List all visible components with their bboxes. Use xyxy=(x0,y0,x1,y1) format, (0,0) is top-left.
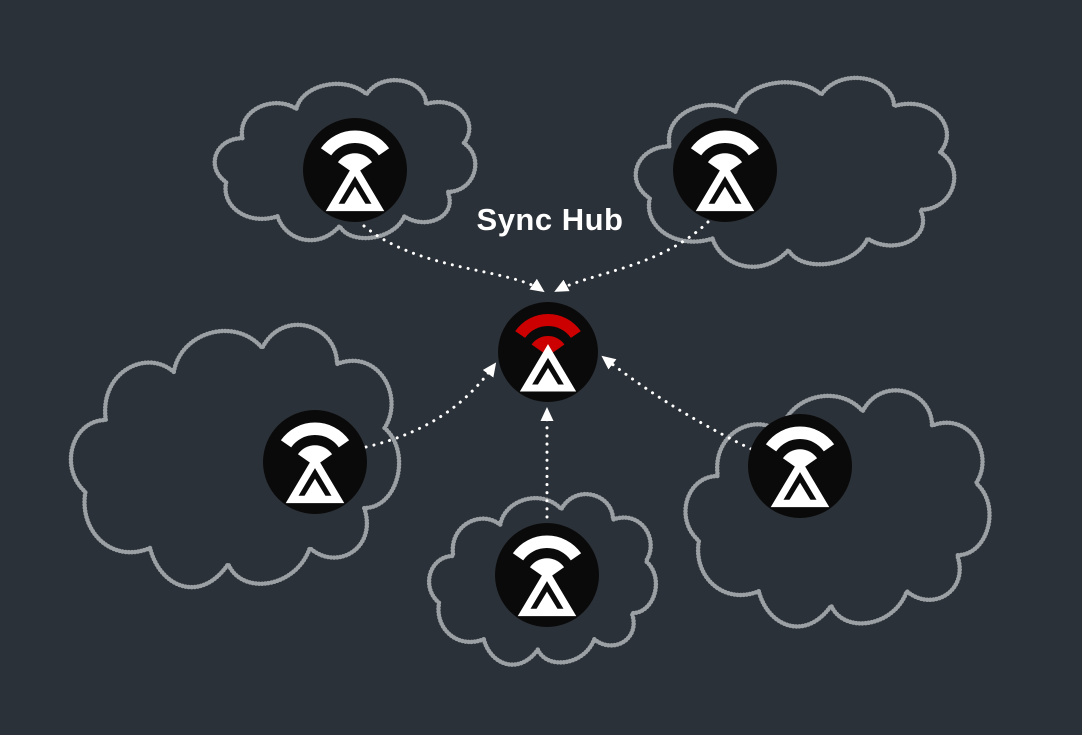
sync-arrow-group xyxy=(362,220,753,519)
sync-device-icon-mid-right xyxy=(748,414,852,518)
sync-arrow-top-right xyxy=(554,220,710,293)
sync-arrow-mid-right xyxy=(601,355,753,451)
sync-device-icon-mid-left xyxy=(263,410,367,514)
sync-device-icon-bottom-center xyxy=(495,523,599,627)
cloud-outline-mid-right xyxy=(685,390,989,626)
sync-hub-icon xyxy=(498,302,598,402)
diagram-title: Sync Hub xyxy=(476,202,624,237)
sync-device-icon-top-left xyxy=(303,118,407,222)
sync-device-icon-top-right xyxy=(673,118,777,222)
